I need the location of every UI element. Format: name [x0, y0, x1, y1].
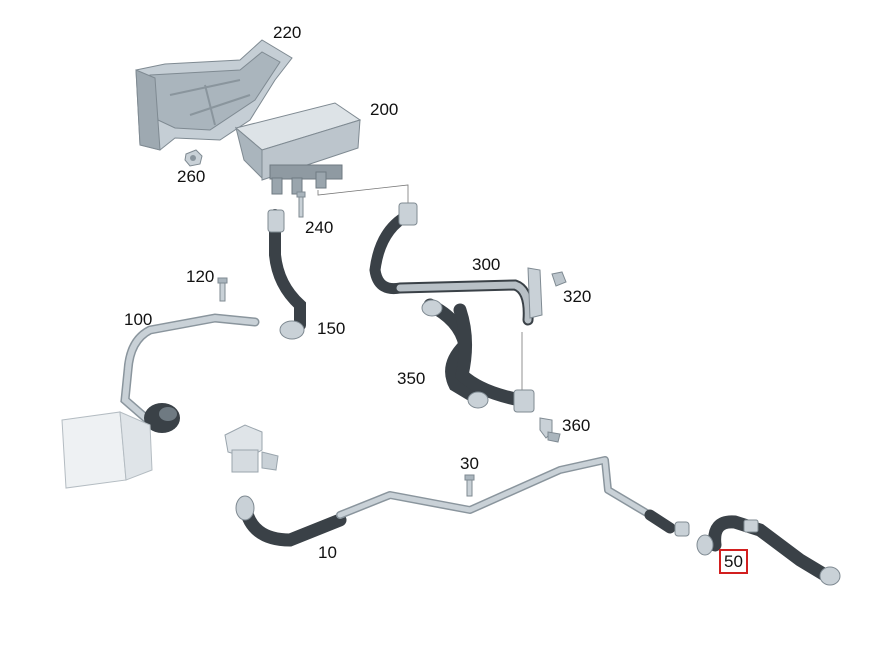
module-part-200 — [234, 102, 362, 195]
bolt-part-240 — [296, 191, 306, 218]
callout-50-highlighted[interactable]: 50 — [719, 549, 748, 574]
cooler-part — [61, 411, 153, 489]
callout-260: 260 — [177, 167, 206, 186]
callout-300: 300 — [472, 255, 501, 274]
callout-120: 120 — [186, 267, 215, 286]
pipe-part-100 — [120, 313, 260, 433]
callout-240: 240 — [305, 218, 334, 237]
hose-part-150 — [267, 209, 306, 340]
hose-part-350 — [421, 298, 535, 413]
nut-part-260 — [184, 149, 203, 167]
pipe-part-10 — [235, 456, 690, 547]
callout-360: 360 — [562, 416, 591, 435]
callout-350: 350 — [397, 369, 426, 388]
callout-220: 220 — [273, 23, 302, 42]
hose-part-50 — [696, 515, 841, 586]
bolt-part-30 — [464, 474, 475, 497]
clip-part-360 — [539, 417, 561, 443]
bracket-part-220 — [135, 39, 293, 151]
pump-part — [224, 424, 279, 473]
callout-150: 150 — [317, 319, 346, 338]
callout-30: 30 — [460, 454, 479, 473]
bracket-part-320 — [527, 267, 567, 319]
callout-100: 100 — [124, 310, 153, 329]
hose-part-300 — [369, 202, 534, 326]
callout-320: 320 — [563, 287, 592, 306]
bolt-part-120 — [217, 277, 228, 302]
callout-200: 200 — [370, 100, 399, 119]
callout-10: 10 — [318, 543, 337, 562]
